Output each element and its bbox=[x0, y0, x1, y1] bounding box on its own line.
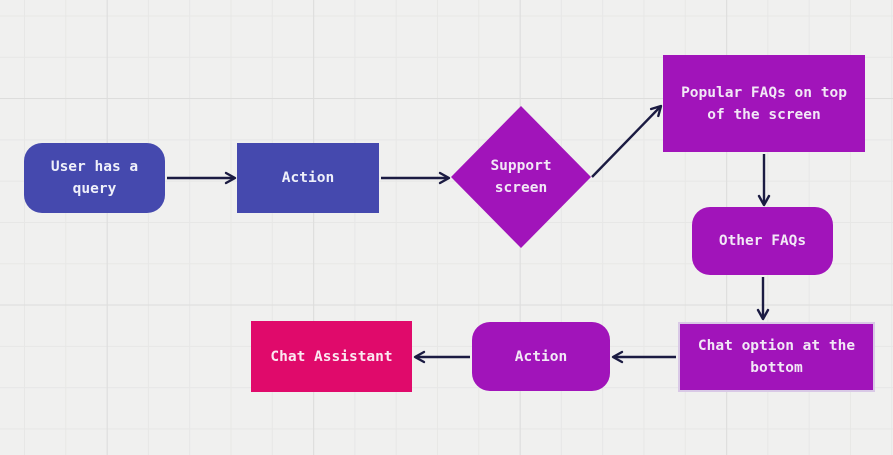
node-user-query[interactable]: User has a query bbox=[24, 143, 165, 213]
node-action-1[interactable]: Action bbox=[237, 143, 379, 213]
node-label-other-faqs: Other FAQs bbox=[718, 233, 807, 249]
node-action-2[interactable]: Action bbox=[472, 322, 610, 391]
node-label-chat-option: Chat option at the bottom bbox=[697, 338, 856, 376]
node-chat-option[interactable]: Chat option at the bottom bbox=[678, 322, 875, 392]
node-label-popular-faqs: Popular FAQs on top of the screen bbox=[681, 84, 847, 123]
node-label-chat-assistant: Chat Assistant bbox=[270, 348, 393, 365]
node-other-faqs[interactable]: Other FAQs bbox=[692, 207, 833, 275]
node-popular-faqs[interactable]: Popular FAQs on top of the screen bbox=[663, 55, 865, 152]
node-label-action-2: Action bbox=[514, 348, 568, 365]
node-label-support-screen: Support screen bbox=[490, 158, 552, 196]
node-label-user-query: User has a query bbox=[50, 159, 139, 197]
edge-support-screen-to-popular[interactable] bbox=[591, 104, 663, 178]
node-chat-assistant[interactable]: Chat Assistant bbox=[251, 321, 412, 392]
node-label-action-1: Action bbox=[281, 170, 335, 186]
